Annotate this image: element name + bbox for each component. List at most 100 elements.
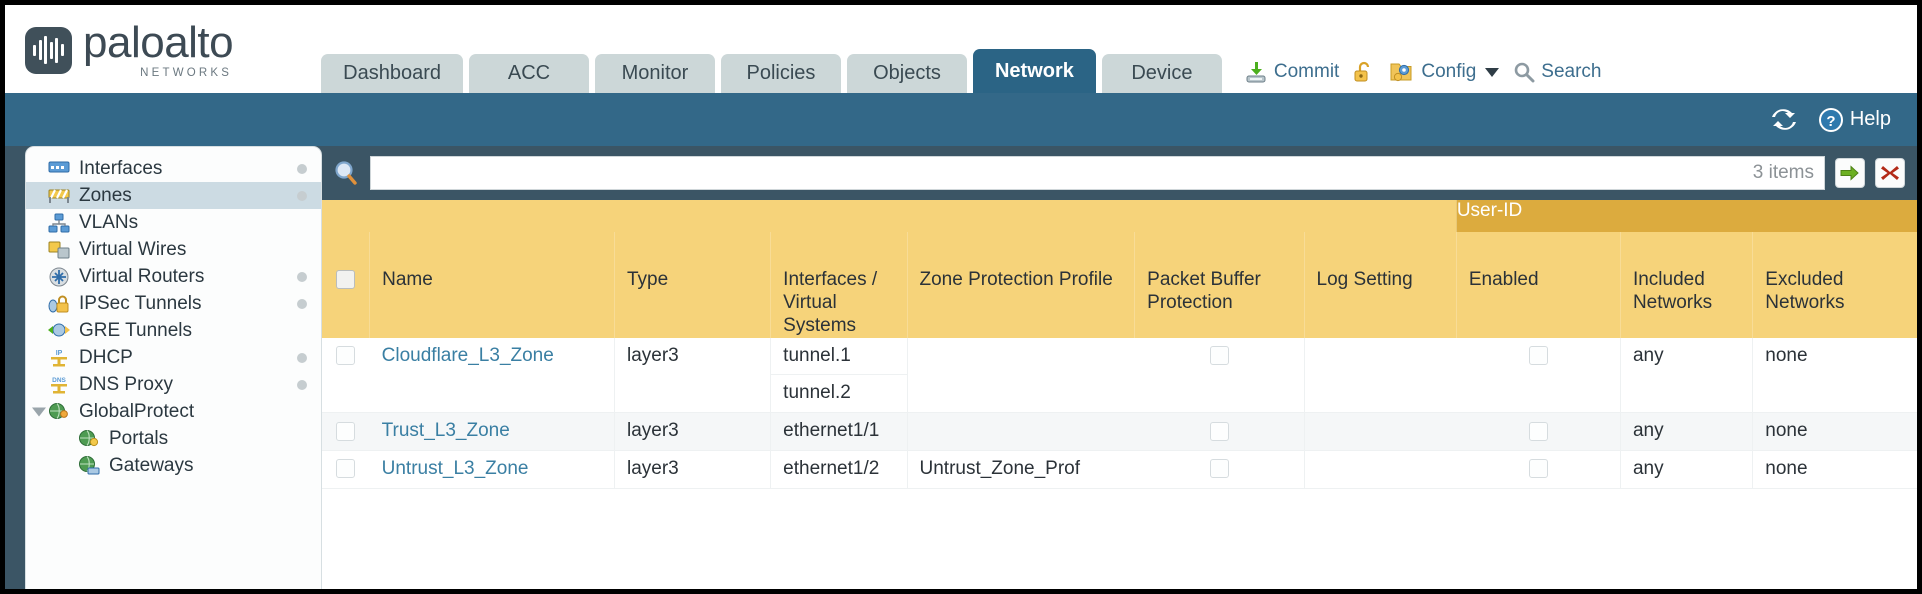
tab-monitor[interactable]: Monitor xyxy=(594,54,715,93)
cell-included-networks: any xyxy=(1619,412,1753,451)
cell-zone-protection-profile xyxy=(906,337,1135,414)
interface-item: tunnel.1 xyxy=(771,338,907,376)
sidebar-item-label: Zones xyxy=(79,184,132,206)
enabled-checkbox[interactable] xyxy=(1528,421,1548,441)
sidebar-item-label: DHCP xyxy=(79,346,133,368)
cell-enabled xyxy=(1456,412,1621,451)
cell-included-networks: any xyxy=(1619,450,1753,489)
zone-link[interactable]: Untrust_L3_Zone xyxy=(381,457,529,479)
cell-excluded-networks: none xyxy=(1752,337,1917,414)
cell-interfaces: tunnel.1 tunnel.2 xyxy=(770,337,907,414)
sidebar-item-label: GlobalProtect xyxy=(79,400,195,422)
sidebar-item-label: Interfaces xyxy=(79,157,163,179)
tab-dashboard[interactable]: Dashboard xyxy=(321,54,463,93)
tab-network[interactable]: Network xyxy=(972,49,1096,93)
lock-button[interactable] xyxy=(1353,60,1375,84)
row-checkbox[interactable] xyxy=(336,346,356,365)
config-button[interactable]: Config xyxy=(1389,60,1500,84)
cell-name: Cloudflare_L3_Zone xyxy=(369,337,615,414)
tab-acc[interactable]: ACC xyxy=(468,54,589,93)
sidebar-item-gre-tunnels[interactable]: GRE Tunnels xyxy=(26,317,321,344)
commit-button[interactable]: Commit xyxy=(1244,60,1339,84)
column-header-name[interactable]: Name xyxy=(369,232,615,338)
tab-device[interactable]: Device xyxy=(1101,54,1222,93)
table-row[interactable]: Trust_L3_Zone layer3 ethernet1/1 any non… xyxy=(322,412,1917,451)
cell-log-setting xyxy=(1303,337,1457,414)
select-all-checkbox[interactable] xyxy=(336,270,356,290)
enabled-checkbox[interactable] xyxy=(1528,459,1548,479)
sidebar-item-label: Virtual Wires xyxy=(79,238,187,260)
sidebar-item-interfaces[interactable]: Interfaces xyxy=(26,155,321,182)
interface-item: tunnel.2 xyxy=(783,382,851,404)
help-button[interactable]: ? Help xyxy=(1818,107,1891,133)
cell-interfaces: ethernet1/1 xyxy=(770,412,907,451)
chevron-down-icon[interactable] xyxy=(1485,67,1500,77)
sidebar-item-label: GRE Tunnels xyxy=(79,319,192,341)
commit-icon xyxy=(1246,62,1266,83)
tab-objects[interactable]: Objects xyxy=(846,54,967,93)
filter-search-icon[interactable] xyxy=(332,159,360,187)
enabled-checkbox[interactable] xyxy=(1528,346,1548,365)
cell-type: layer3 xyxy=(613,337,771,414)
cell-enabled xyxy=(1456,450,1621,489)
zone-link[interactable]: Trust_L3_Zone xyxy=(381,420,510,442)
column-header-excluded-networks[interactable]: Excluded Networks xyxy=(1752,232,1917,338)
group-header-user-id: User-ID xyxy=(1455,200,1917,232)
table-header-row: Name Type Interfaces / Virtual Systems Z… xyxy=(322,232,1917,338)
commit-label: Commit xyxy=(1273,61,1340,82)
row-select-cell xyxy=(322,450,370,489)
sidebar-item-virtual-wires[interactable]: Virtual Wires xyxy=(26,236,321,263)
sidebar-item-ipsec-tunnels[interactable]: IPSec Tunnels xyxy=(26,290,321,317)
cell-log-setting xyxy=(1303,450,1457,489)
sidebar-item-dns-proxy[interactable]: DNS DNS Proxy xyxy=(26,371,321,398)
brand-name: paloalto xyxy=(83,18,234,67)
sidebar-item-portals[interactable]: Portals xyxy=(26,425,321,452)
column-header-interfaces[interactable]: Interfaces / Virtual Systems xyxy=(770,232,907,338)
sidebar-item-label: DNS Proxy xyxy=(79,373,173,395)
sidebar-item-vlans[interactable]: VLANs xyxy=(26,209,321,236)
apply-filter-button[interactable] xyxy=(1835,158,1865,188)
portals-icon xyxy=(78,429,100,449)
status-dot xyxy=(297,163,307,174)
search-button[interactable]: Search xyxy=(1513,61,1601,83)
table-row[interactable]: Cloudflare_L3_Zone layer3 tunnel.1 tunne… xyxy=(322,337,1917,414)
row-checkbox[interactable] xyxy=(336,459,356,479)
interfaces-icon xyxy=(48,159,70,179)
ipsec-tunnels-icon xyxy=(48,294,70,314)
sidebar-item-virtual-routers[interactable]: Virtual Routers xyxy=(26,263,321,290)
column-header-zone-protection-profile[interactable]: Zone Protection Profile xyxy=(906,232,1135,338)
packet-buffer-checkbox[interactable] xyxy=(1209,346,1229,365)
sidebar-item-dhcp[interactable]: IP DHCP xyxy=(26,344,321,371)
zones-table: User-ID Name Type Interfaces / Virtual S… xyxy=(322,200,1917,489)
column-header-included-networks[interactable]: Included Networks xyxy=(1619,232,1753,338)
sidebar-item-zones[interactable]: Zones xyxy=(26,182,321,209)
table-group-header-row: User-ID xyxy=(322,200,1917,232)
sidebar-item-globalprotect[interactable]: GlobalProtect xyxy=(26,398,321,425)
table-row[interactable]: Untrust_L3_Zone layer3 ethernet1/2 Untru… xyxy=(322,450,1917,489)
packet-buffer-checkbox[interactable] xyxy=(1209,421,1229,441)
search-icon xyxy=(1514,62,1535,83)
filter-input-wrapper[interactable]: 3 items xyxy=(370,156,1825,190)
sidebar-item-label: Portals xyxy=(109,427,169,449)
column-header-packet-buffer-protection[interactable]: Packet Buffer Protection xyxy=(1134,232,1305,338)
close-icon xyxy=(1881,166,1899,180)
filter-bar: 3 items xyxy=(322,146,1917,200)
row-checkbox[interactable] xyxy=(336,421,356,441)
column-header-type[interactable]: Type xyxy=(613,232,771,338)
config-label: Config xyxy=(1421,61,1477,82)
packet-buffer-checkbox[interactable] xyxy=(1209,459,1229,479)
zones-icon xyxy=(48,186,70,206)
zone-link[interactable]: Cloudflare_L3_Zone xyxy=(381,344,554,366)
sidebar-item-label: Gateways xyxy=(109,454,194,476)
tab-policies[interactable]: Policies xyxy=(720,54,841,93)
clear-filter-button[interactable] xyxy=(1875,158,1905,188)
expand-triangle-icon[interactable] xyxy=(32,407,46,416)
cell-type: layer3 xyxy=(613,412,771,451)
cell-type: layer3 xyxy=(613,450,771,489)
column-header-enabled[interactable]: Enabled xyxy=(1455,232,1621,338)
cell-name: Trust_L3_Zone xyxy=(369,412,615,451)
column-header-log-setting[interactable]: Log Setting xyxy=(1303,232,1457,338)
sidebar-item-gateways[interactable]: Gateways xyxy=(26,452,321,479)
refresh-icon[interactable] xyxy=(1770,107,1798,132)
